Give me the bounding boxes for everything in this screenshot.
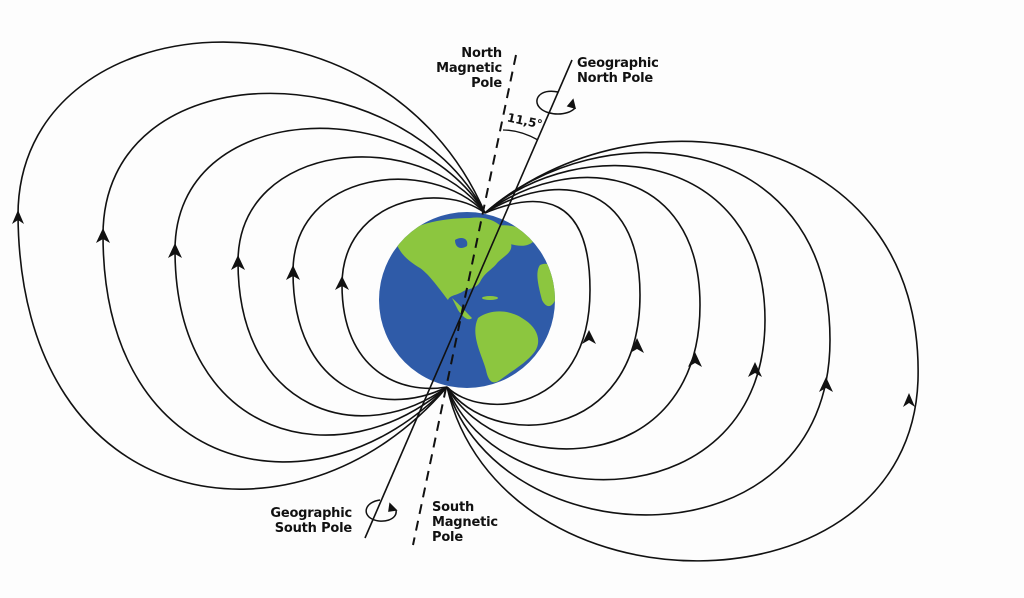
arrow-icon [903, 393, 915, 407]
arrow-icon [688, 352, 702, 367]
arrow-icon [630, 338, 644, 353]
arrow-icon [96, 228, 110, 243]
arrow-icon [286, 265, 300, 280]
field-line-right-5 [446, 188, 641, 426]
rotation-icon-south [365, 499, 398, 522]
arrow-icon [231, 255, 245, 270]
tilt-angle-arc [502, 129, 539, 141]
south-america [475, 311, 539, 383]
field-line-right-3 [446, 164, 766, 481]
arrow-icon [819, 377, 833, 392]
field-line-right-6 [446, 200, 591, 405]
field-line-right-1 [446, 140, 919, 562]
rotation-icon-north [536, 90, 577, 115]
field-line-right-4 [446, 176, 701, 450]
right-field-lines [446, 140, 919, 562]
right-arrows [582, 330, 915, 407]
earth-globe [379, 212, 555, 388]
north-america [395, 217, 512, 300]
south-magnetic-pole-label: South Magnetic Pole [432, 500, 498, 545]
left-arrows [12, 210, 349, 290]
arrow-icon [582, 330, 596, 344]
field-line-right-2 [446, 151, 831, 516]
north-magnetic-pole-label: North Magnetic Pole [436, 46, 502, 91]
geographic-south-pole-label: Geographic South Pole [270, 506, 352, 536]
geographic-north-pole-label: Geographic North Pole [577, 56, 659, 86]
arrow-icon [335, 276, 349, 290]
arrow-icon [748, 362, 762, 377]
arrow-icon [12, 210, 24, 224]
arrow-icon [168, 243, 182, 258]
magnetic-axis [412, 54, 517, 546]
